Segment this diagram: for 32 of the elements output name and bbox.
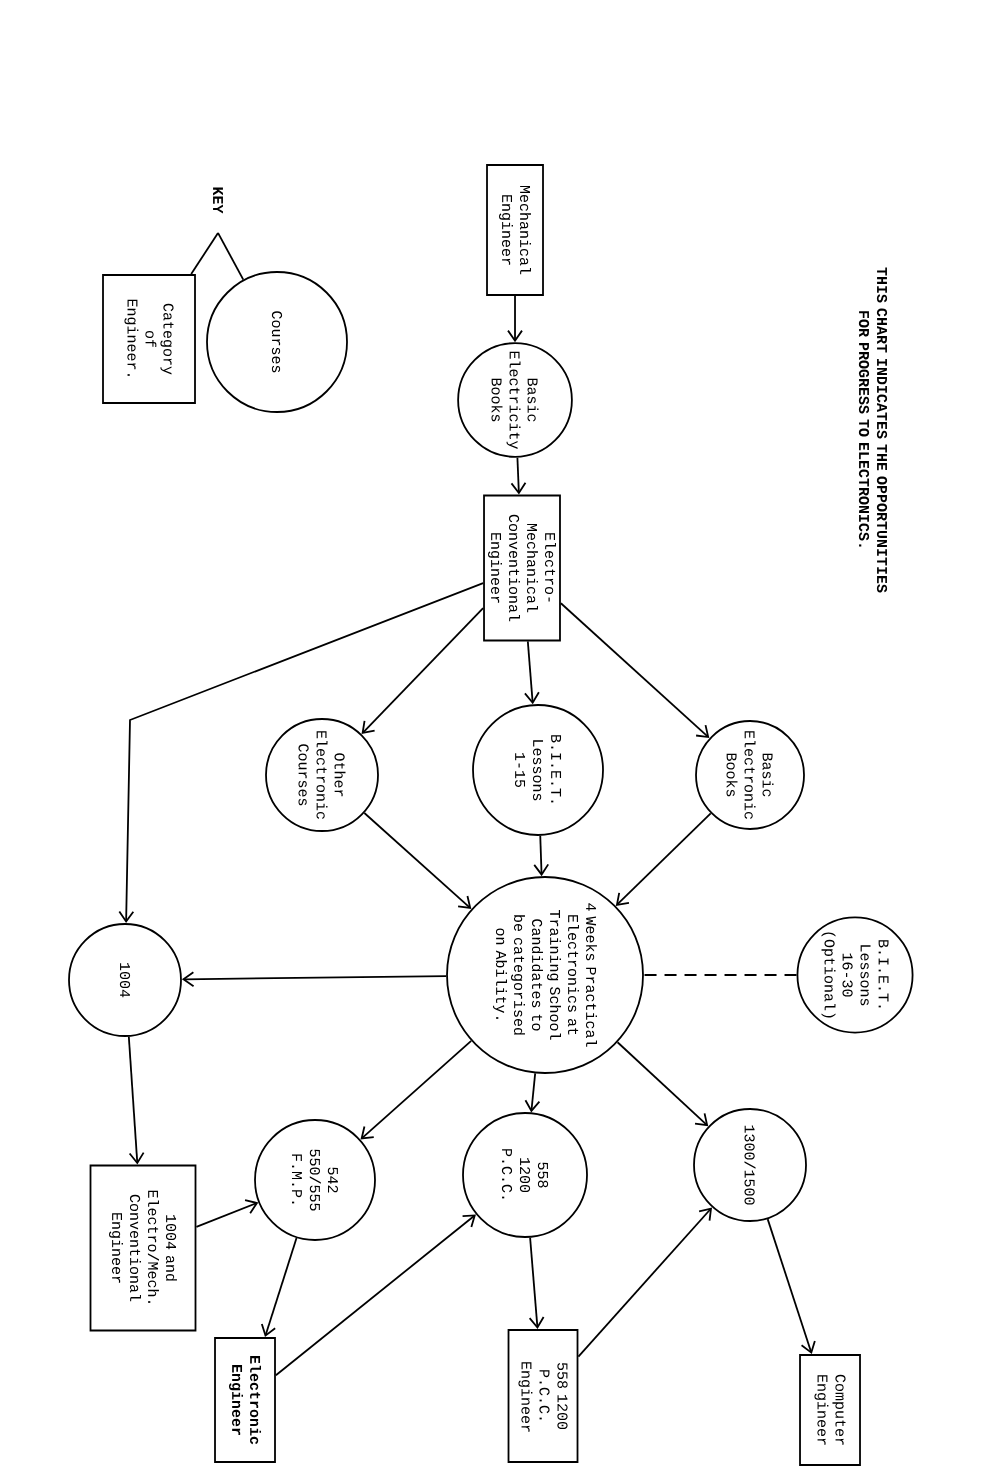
arrow: [510, 456, 527, 495]
arrow: [616, 1041, 709, 1127]
arrow: [560, 602, 710, 739]
arrow: [275, 1214, 476, 1377]
engineer-box: Computer Engineer: [799, 1354, 861, 1466]
arrow: [615, 812, 712, 906]
arrow: [181, 971, 447, 988]
arrow: [360, 1039, 473, 1140]
arrow: [524, 640, 540, 705]
arrow: [363, 812, 472, 909]
arrow: [528, 1236, 545, 1330]
arrow: [127, 1035, 145, 1165]
title: THIS CHART INDICATES THE OPPORTUNITIES FOR PROGRESS TO ELECTRONICS.: [858, 267, 888, 593]
arrow: [260, 1237, 298, 1338]
arrow: [524, 1072, 541, 1113]
arrow: [766, 1218, 816, 1355]
engineer-box: Electronic Engineer: [214, 1337, 276, 1463]
arrow: [195, 1199, 259, 1228]
key-label: KEY: [213, 187, 223, 214]
dashed-line: [643, 974, 798, 976]
arrow: [507, 295, 523, 343]
arrow: [533, 834, 550, 877]
engineer-box: 558 1200 P.C.C. Engineer: [507, 1329, 579, 1463]
line: [217, 232, 245, 281]
engineer-box: 1004 and Electro/Mech. Conventional Engineer: [89, 1164, 197, 1332]
engineer-box: Mechanical Engineer: [486, 164, 544, 296]
engineer-box: Category of Engineer.: [102, 274, 196, 404]
arrow: [577, 1207, 713, 1358]
engineer-box: Electro-Mechanical Conventional Engineer: [483, 494, 561, 642]
line: [190, 232, 219, 275]
arrow: [118, 582, 484, 924]
arrow: [361, 607, 484, 735]
